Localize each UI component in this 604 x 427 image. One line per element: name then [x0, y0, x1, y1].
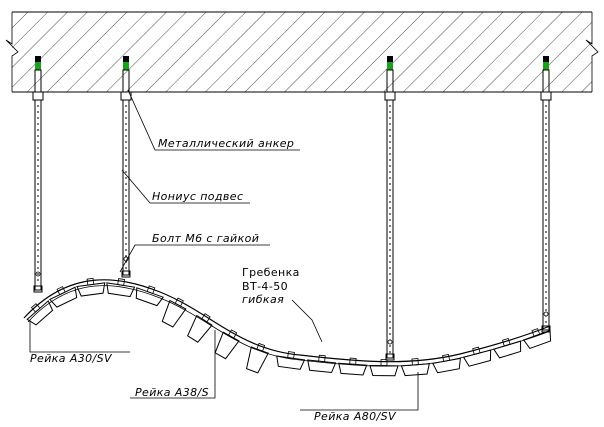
rail-slat: [49, 286, 78, 308]
hanger-assembly: [540, 56, 552, 333]
bolt-icon: [387, 339, 393, 345]
leader-lines: [29, 89, 419, 411]
bolt-icon: [543, 311, 549, 317]
flexible-comb-curve-inner: [27, 285, 551, 367]
label-hanger: Нониус подвес: [152, 190, 243, 203]
rail-slat: [245, 342, 269, 374]
rail-slat: [26, 300, 54, 326]
nonius-hanger-icon: [386, 99, 394, 359]
nonius-hanger-icon: [34, 99, 42, 291]
rail-slat: [307, 354, 337, 374]
bolt-icon: [35, 271, 41, 277]
label-bolt: Болт М6 с гайкой: [152, 232, 259, 245]
concrete-slab: [5, 11, 599, 93]
rail-slat: [76, 277, 106, 297]
rail-slat: [135, 285, 164, 307]
rail-slat: [492, 337, 522, 359]
nonius-hanger-icon: [122, 99, 130, 276]
label-comb-2: ВТ-4-50: [242, 280, 288, 293]
hanger-assemblies: [32, 56, 552, 361]
rail-slat: [161, 297, 187, 328]
hanger-assembly: [120, 56, 132, 278]
label-comb-3: гибкая: [242, 293, 284, 306]
label-rail-a30: Рейка А30/SV: [30, 352, 113, 365]
rail-slat: [369, 359, 399, 377]
nonius-hanger-icon: [542, 99, 550, 331]
hanger-assembly: [32, 56, 44, 293]
label-rail-a38: Рейка А38/S: [135, 386, 209, 399]
flexible-comb-curve: [23, 279, 551, 363]
rail-slat: [214, 329, 240, 360]
label-comb-1: Гребенка: [242, 266, 300, 279]
rail-slat: [187, 313, 213, 343]
rail-slat: [522, 328, 552, 350]
label-anchor: Металлический анкер: [158, 137, 294, 150]
label-rail-a80: Рейка А80/SV: [314, 410, 397, 423]
hanger-assembly: [384, 56, 396, 361]
rail-slat: [338, 357, 368, 376]
rail-slat: [276, 351, 306, 370]
rail-slat: [462, 346, 492, 367]
rail-slat: [106, 278, 136, 298]
